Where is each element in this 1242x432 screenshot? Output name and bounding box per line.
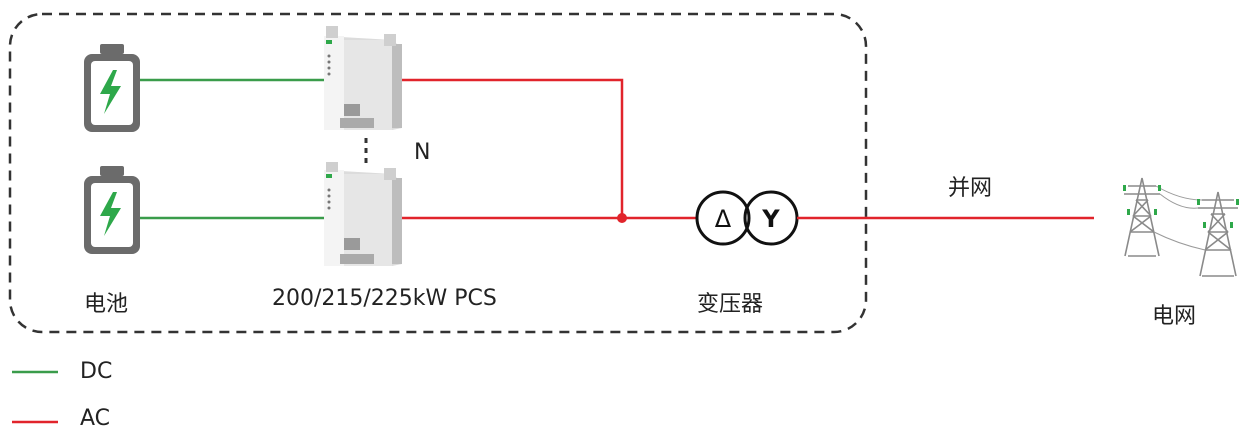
insulator-marks	[1123, 185, 1239, 228]
battery-icon	[84, 44, 140, 132]
grid-connection-label: 并网	[948, 176, 993, 201]
battery-label: 电池	[84, 292, 129, 317]
legend-dc-label: DC	[80, 359, 113, 384]
legend-ac-label: AC	[80, 406, 111, 431]
grid-label: 电网	[1152, 304, 1197, 329]
pcs-cabinet-icon	[324, 26, 402, 130]
transmission-tower-icon	[1198, 191, 1238, 277]
transformer-icon: Δ Y	[695, 190, 799, 246]
transformer-label: 变压器	[697, 292, 764, 317]
junction-dot	[617, 213, 627, 223]
pcs-label: 200/215/225kW PCS	[272, 286, 497, 311]
transformer-delta-symbol: Δ	[715, 205, 732, 233]
parallel-count-label: N	[414, 140, 431, 165]
battery-icon	[84, 166, 140, 254]
transmission-tower-icon	[1124, 177, 1160, 257]
pcs-cabinet-icon	[324, 162, 402, 266]
power-line-wires	[1153, 185, 1206, 251]
transformer-wye-symbol: Y	[761, 205, 780, 233]
ac-line	[402, 78, 624, 218]
system-boundary	[8, 12, 868, 334]
